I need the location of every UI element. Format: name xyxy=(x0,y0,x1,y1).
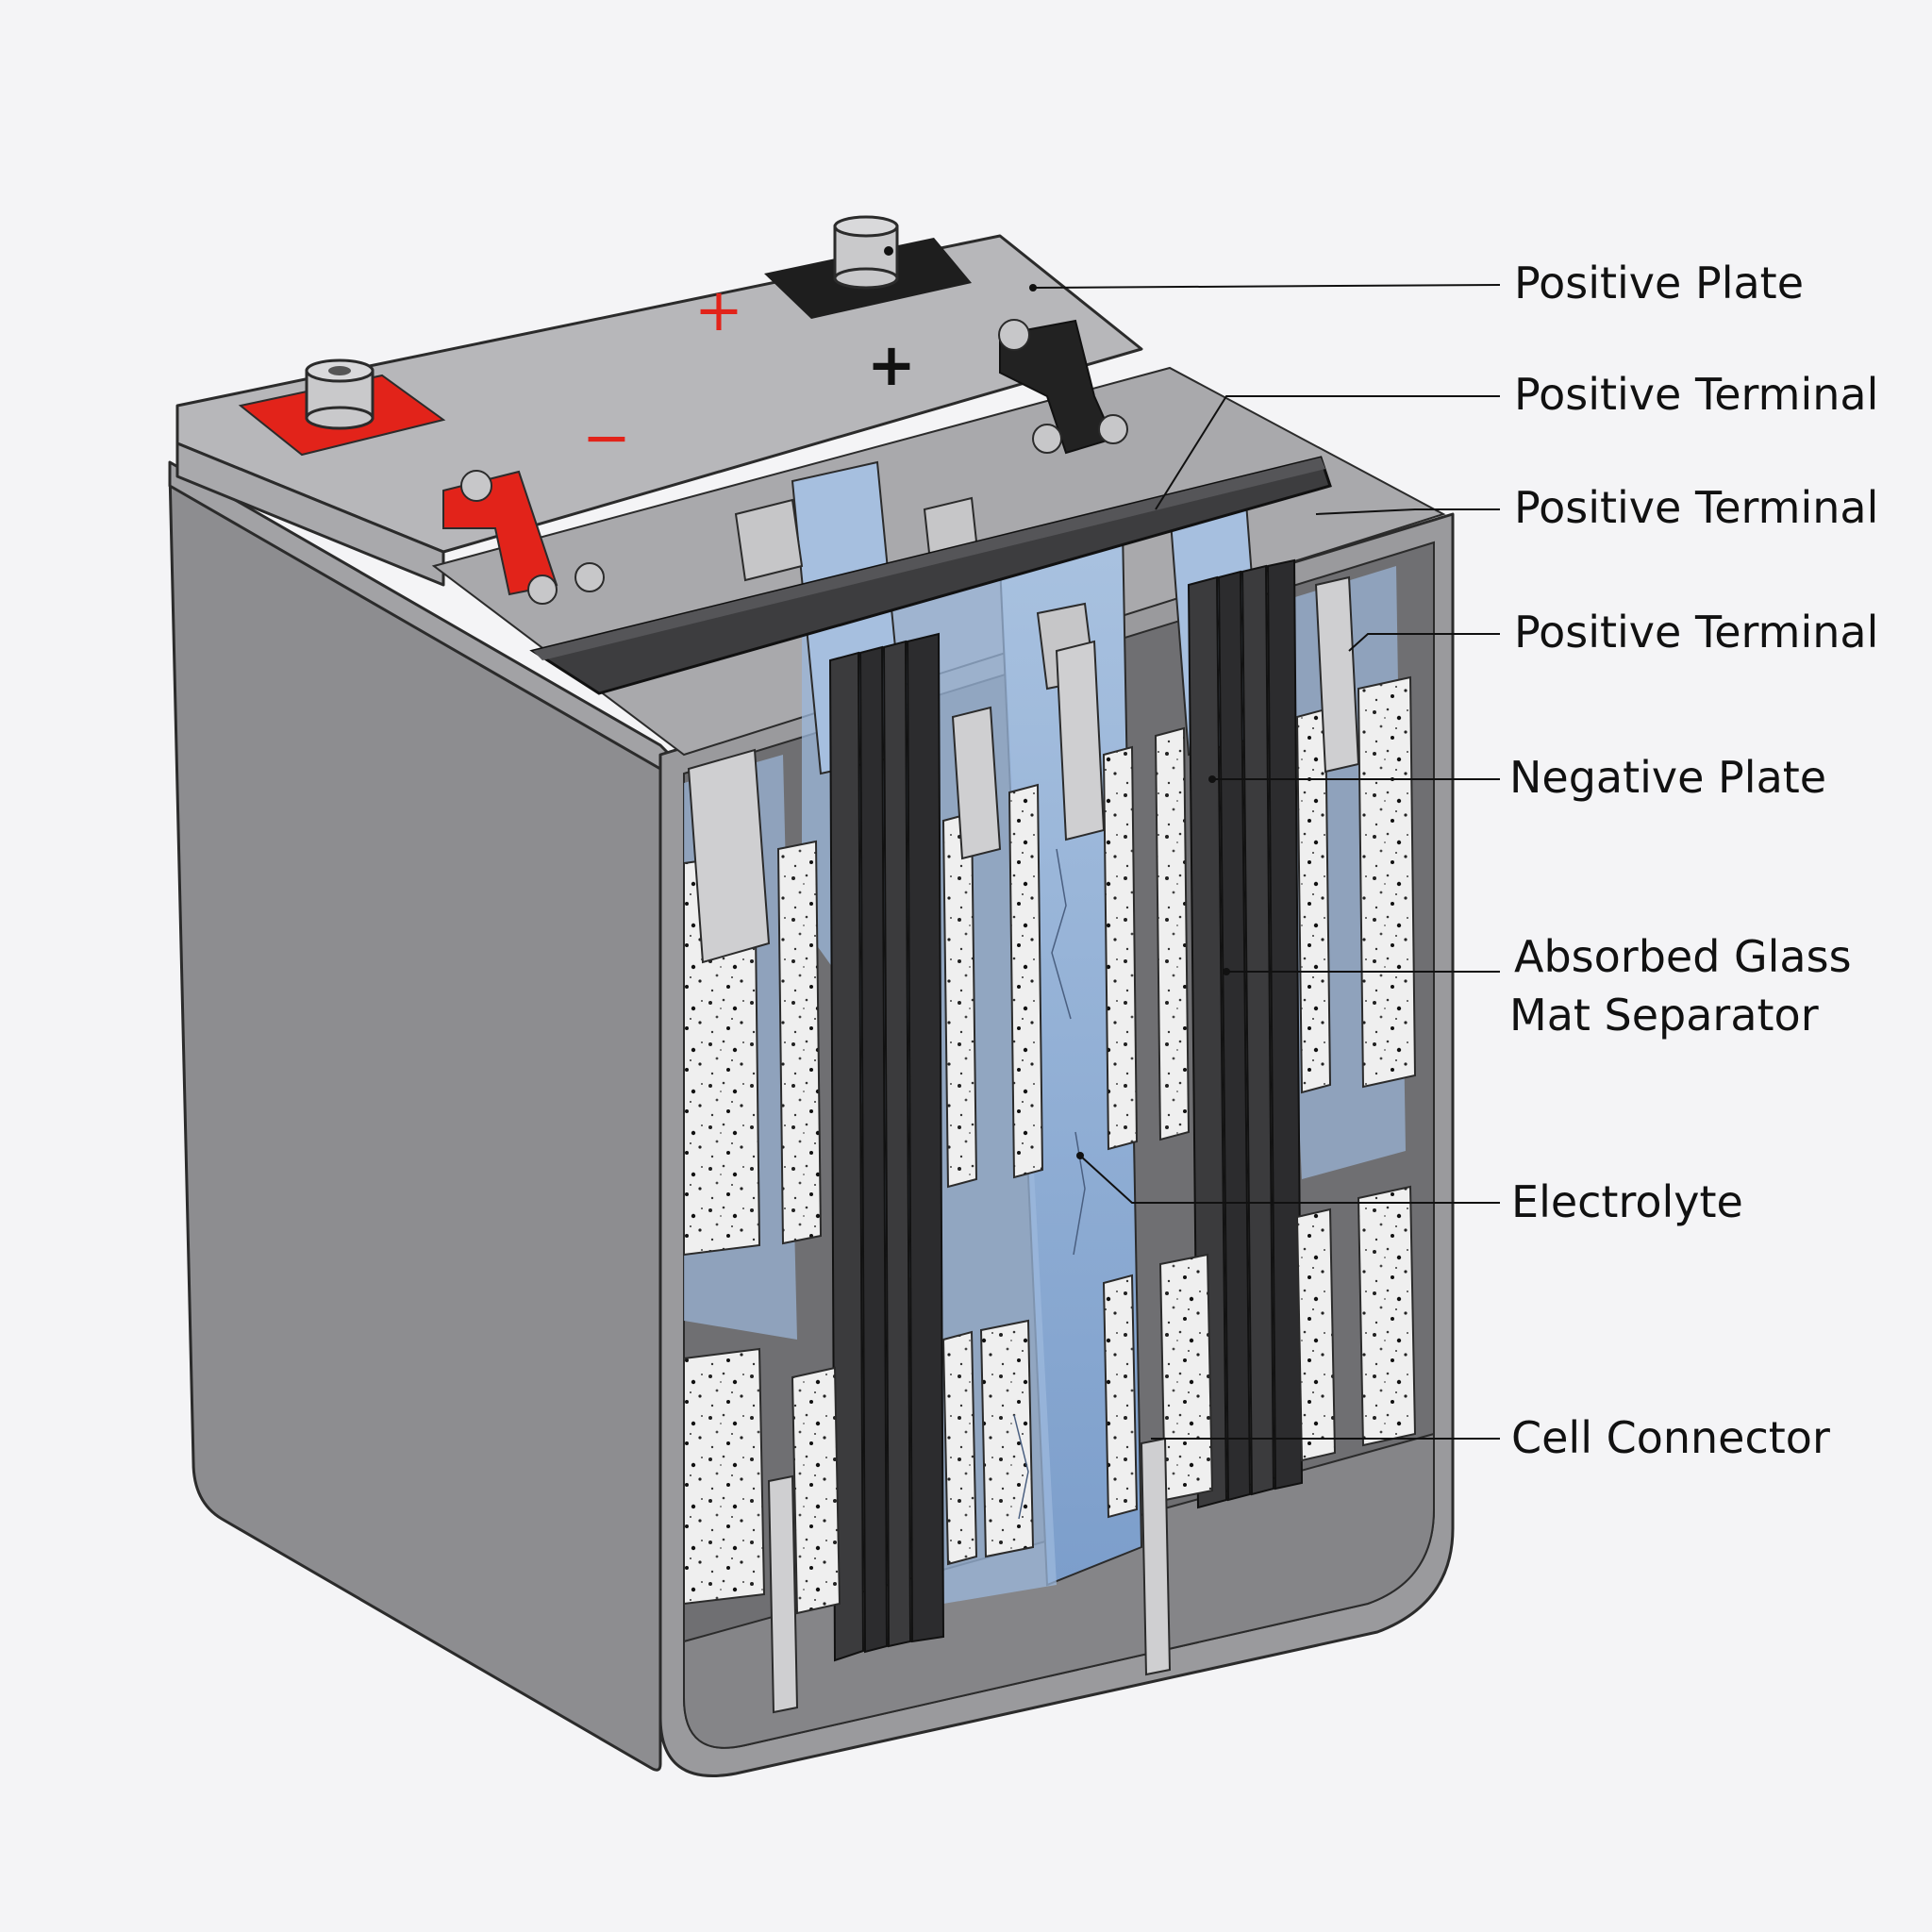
leader-positive-plate xyxy=(1032,284,1501,289)
positive-plate-block xyxy=(1295,708,1332,1094)
label-electrolyte: Electrolyte xyxy=(1511,1176,1743,1227)
label-agm-separator: Absorbed Glass Mat Separator xyxy=(1509,931,1865,1041)
positive-strap-bolts xyxy=(998,319,1128,454)
label-positive-terminal-2: Positive Terminal xyxy=(1514,482,1878,533)
positive-plate-block xyxy=(1357,1185,1417,1447)
leader-positive-terminal-3 xyxy=(1348,633,1500,652)
lid-mark-plus-black: + xyxy=(867,330,916,399)
separator-tab xyxy=(687,748,771,964)
negative-plate-strip xyxy=(1217,570,1252,1502)
positive-plate-block xyxy=(1357,675,1417,1089)
label-agm-separator-line-1: Absorbed Glass xyxy=(1514,931,1852,982)
back-plate-1 xyxy=(734,498,804,582)
negative-plate-strip xyxy=(882,640,912,1648)
negative-strap-bolts xyxy=(460,470,605,605)
leader-positive-terminal-2 xyxy=(1315,508,1500,515)
positive-plate-block xyxy=(979,1319,1035,1558)
negative-plate-group-center xyxy=(828,632,945,1662)
case-floor xyxy=(683,1432,1435,1749)
positive-plate-block xyxy=(1008,783,1044,1179)
positive-plate-block xyxy=(941,1330,978,1566)
lid-mark-minus-red: − xyxy=(582,403,631,472)
separator-tab xyxy=(1055,640,1106,841)
cell-connector-bar-top xyxy=(533,458,1325,660)
negative-plate-strip xyxy=(906,632,945,1643)
lid-mark-plus-red: + xyxy=(694,275,743,344)
positive-plate-block xyxy=(1102,1274,1139,1519)
leader-positive-terminal-1 xyxy=(1155,395,1500,510)
separator-tabs xyxy=(687,575,1360,1714)
positive-plate-block xyxy=(1102,745,1139,1151)
separator-tab xyxy=(1314,575,1360,774)
positive-plate-block xyxy=(1295,1208,1337,1462)
negative-plate-strip xyxy=(828,651,865,1662)
separator-tab xyxy=(951,706,1002,860)
positive-plate-block xyxy=(941,811,978,1189)
negative-plate-strip xyxy=(1241,564,1275,1496)
leader-dot xyxy=(1223,968,1230,975)
leader-electrolyte xyxy=(1079,1155,1500,1204)
positive-terminal-post xyxy=(833,215,899,290)
labels: Positive Plate Positive Terminal Positiv… xyxy=(1029,258,1878,1463)
label-agm-separator-line-2: Mat Separator xyxy=(1509,990,1819,1041)
leader-dot xyxy=(1029,284,1037,291)
cell-stack xyxy=(431,319,1446,1714)
separator-tab xyxy=(1140,1437,1172,1676)
label-positive-terminal-1: Positive Terminal xyxy=(1514,369,1878,420)
negative-plate-strip xyxy=(858,645,889,1654)
positive-plate-block xyxy=(683,1347,766,1606)
positive-plate-block xyxy=(791,1366,841,1615)
leader-dot xyxy=(1208,775,1216,783)
separator-tab xyxy=(767,1474,799,1714)
battery-lid: + − + xyxy=(175,215,1143,587)
electrolyte-cracks xyxy=(1013,848,1086,1520)
negative-terminal-post xyxy=(305,358,375,430)
case-left-face xyxy=(168,470,662,1772)
label-positive-terminal-3: Positive Terminal xyxy=(1514,607,1878,658)
label-positive-plate: Positive Plate xyxy=(1514,258,1804,308)
cell-connector-bar xyxy=(529,456,1332,695)
label-cell-connector: Cell Connector xyxy=(1511,1412,1830,1463)
positive-plate-block xyxy=(1154,726,1191,1141)
positive-plate-block xyxy=(776,840,823,1245)
leader-dot xyxy=(1076,1152,1084,1159)
lid-front xyxy=(175,441,445,587)
label-negative-plate: Negative Plate xyxy=(1509,752,1826,803)
positive-plate-block xyxy=(1158,1253,1214,1502)
negative-plate-strip xyxy=(1266,558,1304,1491)
positive-strap xyxy=(999,319,1115,455)
